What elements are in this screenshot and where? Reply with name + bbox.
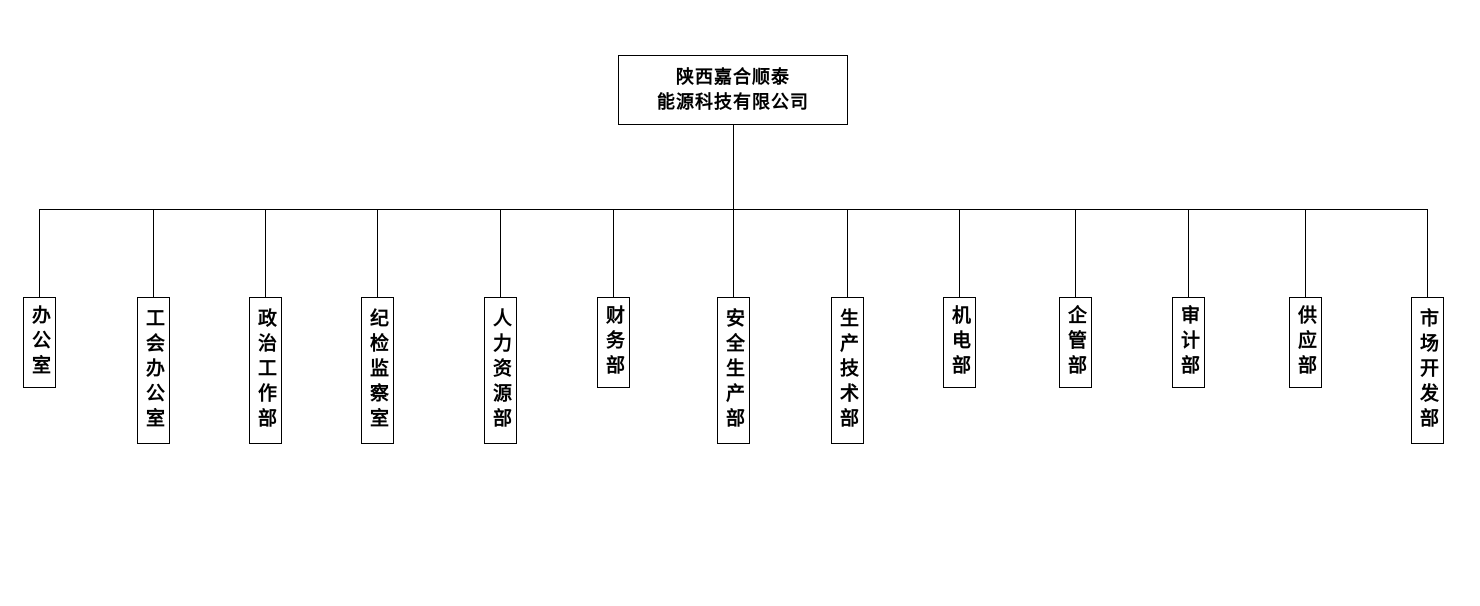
department-node-13[interactable]: 市场开发部 (1411, 297, 1444, 444)
branch-connector-8 (847, 209, 848, 297)
root-node-line-2: 能源科技有限公司 (657, 92, 809, 113)
department-node-6[interactable]: 财务部 (597, 297, 630, 388)
department-label: 财务部 (603, 305, 625, 380)
department-label: 生产技术部 (837, 308, 859, 433)
root-stem-connector (733, 125, 734, 209)
branch-connector-12 (1305, 209, 1306, 297)
branch-connector-1 (39, 209, 40, 297)
department-label: 企管部 (1065, 305, 1087, 380)
branch-connector-11 (1188, 209, 1189, 297)
root-node-company[interactable]: 陕西嘉合顺泰 能源科技有限公司 (618, 55, 848, 125)
department-node-11[interactable]: 审计部 (1172, 297, 1205, 388)
department-node-4[interactable]: 纪检监察室 (361, 297, 394, 444)
department-node-3[interactable]: 政治工作部 (249, 297, 282, 444)
branch-connector-3 (265, 209, 266, 297)
branch-connector-13 (1427, 209, 1428, 297)
branch-connector-5 (500, 209, 501, 297)
department-label: 人力资源部 (490, 308, 512, 433)
department-label: 纪检监察室 (367, 308, 389, 433)
department-node-1[interactable]: 办公室 (23, 297, 56, 388)
department-label: 市场开发部 (1417, 308, 1439, 433)
department-label: 政治工作部 (255, 308, 277, 433)
department-node-5[interactable]: 人力资源部 (484, 297, 517, 444)
department-label: 供应部 (1295, 305, 1317, 380)
department-node-8[interactable]: 生产技术部 (831, 297, 864, 444)
department-label: 审计部 (1178, 305, 1200, 380)
department-label: 办公室 (29, 305, 51, 380)
root-node-line-1: 陕西嘉合顺泰 (676, 67, 790, 88)
department-node-10[interactable]: 企管部 (1059, 297, 1092, 388)
department-node-9[interactable]: 机电部 (943, 297, 976, 388)
department-node-7[interactable]: 安全生产部 (717, 297, 750, 444)
department-node-12[interactable]: 供应部 (1289, 297, 1322, 388)
branch-connector-4 (377, 209, 378, 297)
branch-connector-6 (613, 209, 614, 297)
branch-connector-9 (959, 209, 960, 297)
branch-connector-2 (153, 209, 154, 297)
branch-connector-7 (733, 209, 734, 297)
department-label: 安全生产部 (723, 308, 745, 433)
department-node-2[interactable]: 工会办公室 (137, 297, 170, 444)
branch-connector-10 (1075, 209, 1076, 297)
department-label: 工会办公室 (143, 308, 165, 433)
department-label: 机电部 (949, 305, 971, 380)
